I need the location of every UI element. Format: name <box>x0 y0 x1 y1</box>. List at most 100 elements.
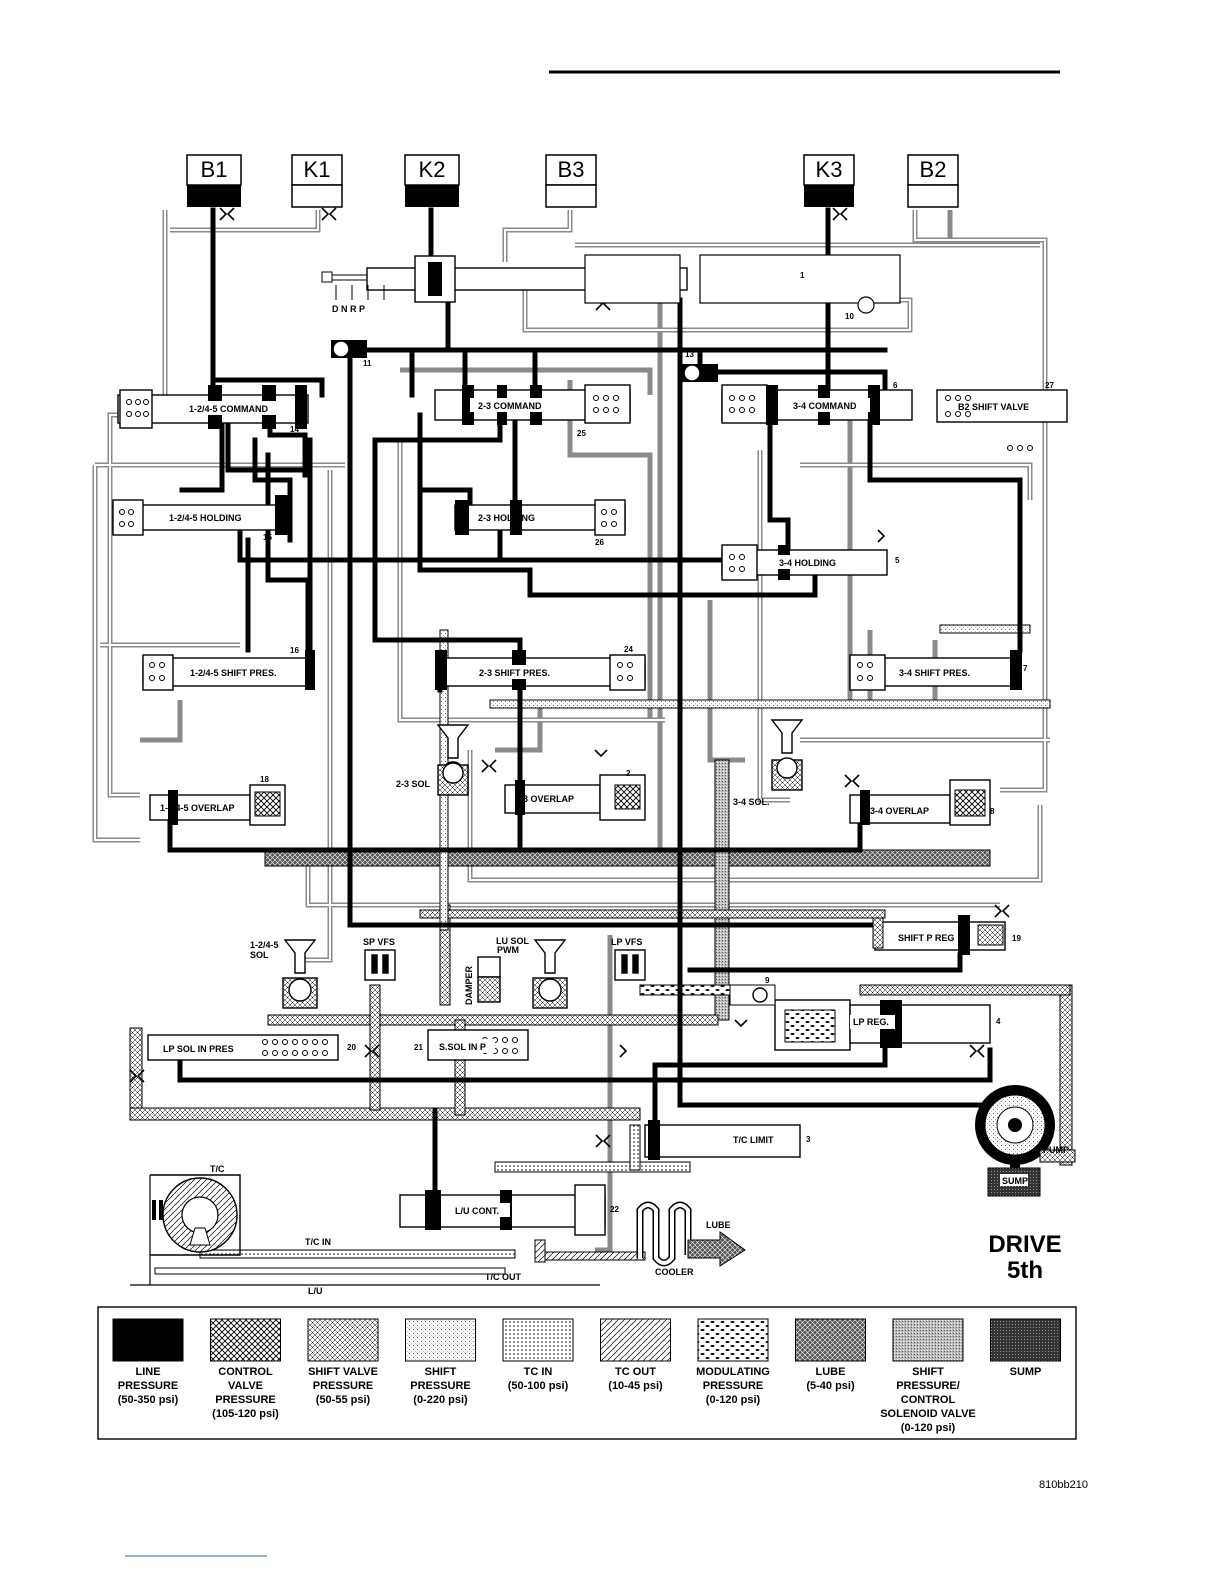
legend-label-line: (0-120 psi) <box>706 1394 761 1406</box>
label-tc-limit: T/C LIMIT <box>733 1135 774 1145</box>
svg-text:10: 10 <box>845 312 854 321</box>
sump <box>987 1167 1041 1197</box>
label-sp-3-4: 3-4 SHIFT PRES. <box>899 668 970 678</box>
legend-label-line: SHIFT VALVE <box>308 1366 378 1378</box>
svg-text:4: 4 <box>996 1017 1001 1026</box>
label-shift-p-reg: SHIFT P REG <box>898 933 954 943</box>
label-s-sol-in-p: S.SOL IN P <box>439 1042 486 1052</box>
legend-label-line: PRESSURE <box>215 1394 276 1406</box>
legend-label-line: (50-55 psi) <box>316 1394 371 1406</box>
label-pwm: PWM <box>497 945 519 955</box>
svg-text:2: 2 <box>626 769 631 778</box>
legend-label-line: MODULATING <box>696 1366 770 1378</box>
valve-ports <box>119 395 1033 1056</box>
legend-label-line: SHIFT <box>912 1366 944 1378</box>
svg-text:20: 20 <box>347 1043 356 1052</box>
legend-swatch-spcsv <box>892 1318 964 1362</box>
svg-text:1: 1 <box>800 271 805 280</box>
legend-label-line: SHIFT <box>425 1366 457 1378</box>
svg-text:9: 9 <box>765 976 770 985</box>
legend-swatch-ctrl <box>210 1318 281 1362</box>
label-damper: DAMPER <box>464 965 474 1005</box>
legend-label-line: (0-220 psi) <box>413 1394 468 1406</box>
svg-text:21: 21 <box>414 1043 423 1052</box>
legend-label-line: VALVE <box>228 1380 263 1392</box>
label-lu: L/U <box>308 1286 323 1296</box>
clutch-b2: B2 <box>907 154 959 208</box>
legend-item-tcin: TC IN (50-100 psi) <box>502 1318 574 1392</box>
shift-pressure-passages <box>92 210 1050 1253</box>
legend-label-line: TC OUT <box>615 1366 656 1378</box>
label-lp-sol-in-pres: LP SOL IN PRES <box>163 1044 234 1054</box>
label-sp-1-2-4-5: 1-2/4-5 SHIFT PRES. <box>190 668 277 678</box>
diagram-title: DRIVE 5th <box>988 1231 1061 1284</box>
clutch-b1: B1 <box>186 154 242 207</box>
legend-label-line: TC IN <box>524 1366 553 1378</box>
legend-swatch-tcin <box>502 1318 574 1362</box>
label-ov-3-4: 3-4 OVERLAP <box>870 806 929 816</box>
svg-text:19: 19 <box>1012 934 1021 943</box>
label-tc: T/C <box>210 1164 225 1174</box>
label-lp-reg: LP REG. <box>853 1017 889 1027</box>
label-sol-1-2-4-5-b: SOL <box>250 950 269 960</box>
legend-swatch-lube <box>795 1318 866 1362</box>
svg-text:27: 27 <box>1045 381 1054 390</box>
svg-text:B2: B2 <box>920 157 947 182</box>
svg-text:18: 18 <box>260 775 269 784</box>
sol-3-4 <box>770 719 804 791</box>
svg-text:22: 22 <box>610 1205 619 1214</box>
clutch-k1: K1 <box>291 154 343 208</box>
legend-label-line: (10-45 psi) <box>608 1380 663 1392</box>
label-cmd-3-4: 3-4 COMMAND <box>793 401 857 411</box>
title-line-2: 5th <box>1007 1257 1043 1284</box>
legend-swatch-mod <box>697 1318 769 1362</box>
label-lu-sol: LU SOL <box>496 936 530 946</box>
svg-text:3: 3 <box>806 1135 811 1144</box>
legend-label-line: CONTROL <box>901 1394 956 1406</box>
sp-vfs <box>364 949 396 981</box>
label-lube: LUBE <box>706 1220 731 1230</box>
legend-label-line: (50-100 psi) <box>508 1380 569 1392</box>
svg-text:11: 11 <box>363 359 372 368</box>
pump <box>975 1085 1055 1175</box>
svg-text:5: 5 <box>895 556 900 565</box>
legend-label-line: LINE <box>135 1366 160 1378</box>
legend-label-line: LUBE <box>816 1366 846 1378</box>
label-cmd-2-3: 2-3 COMMAND <box>478 401 542 411</box>
svg-text:24: 24 <box>624 645 633 654</box>
svg-text:6: 6 <box>893 381 898 390</box>
legend-label-line: (105-120 psi) <box>212 1408 279 1420</box>
lube-passages <box>129 624 1073 1263</box>
clutch-k2: K2 <box>404 154 460 207</box>
label-tc-out: T/C OUT <box>485 1272 521 1282</box>
clutch-blocks: B1 K1 K2 B3 K3 B2 <box>186 154 959 208</box>
svg-text:15: 15 <box>263 533 272 542</box>
svg-text:16: 16 <box>290 646 299 655</box>
solenoids <box>282 719 804 1009</box>
label-hold-1-2-4-5: 1-2/4-5 HOLDING <box>169 513 242 523</box>
label-sol-3-4: 3-4 SOL. <box>733 797 770 807</box>
manual-valve: D N R P <box>321 254 901 314</box>
clutch-k3: K3 <box>803 154 855 207</box>
torque-converter <box>130 1174 600 1286</box>
legend-label-line: SOLENOID VALVE <box>880 1408 976 1420</box>
label-sp-2-3: 2-3 SHIFT PRES. <box>479 668 550 678</box>
legend-item-sump: SUMP <box>990 1318 1061 1378</box>
sol-1-2-4-5 <box>282 939 318 1009</box>
legend-item-tcout: TC OUT (10-45 psi) <box>600 1318 671 1392</box>
damper <box>477 956 501 1003</box>
check-ball-9 <box>729 984 776 1006</box>
cooler <box>636 1201 746 1267</box>
title-line-1: DRIVE <box>988 1231 1061 1258</box>
label-sump: SUMP <box>1002 1176 1028 1186</box>
svg-text:7: 7 <box>1023 664 1028 673</box>
label-lu-cont: L/U CONT. <box>455 1206 499 1216</box>
svg-text:B1: B1 <box>201 157 228 182</box>
legend-label-line: CONTROL <box>218 1366 273 1378</box>
label-cmd-1-2-4-5: 1-2/4-5 COMMAND <box>189 404 269 414</box>
svg-text:K3: K3 <box>816 157 843 182</box>
